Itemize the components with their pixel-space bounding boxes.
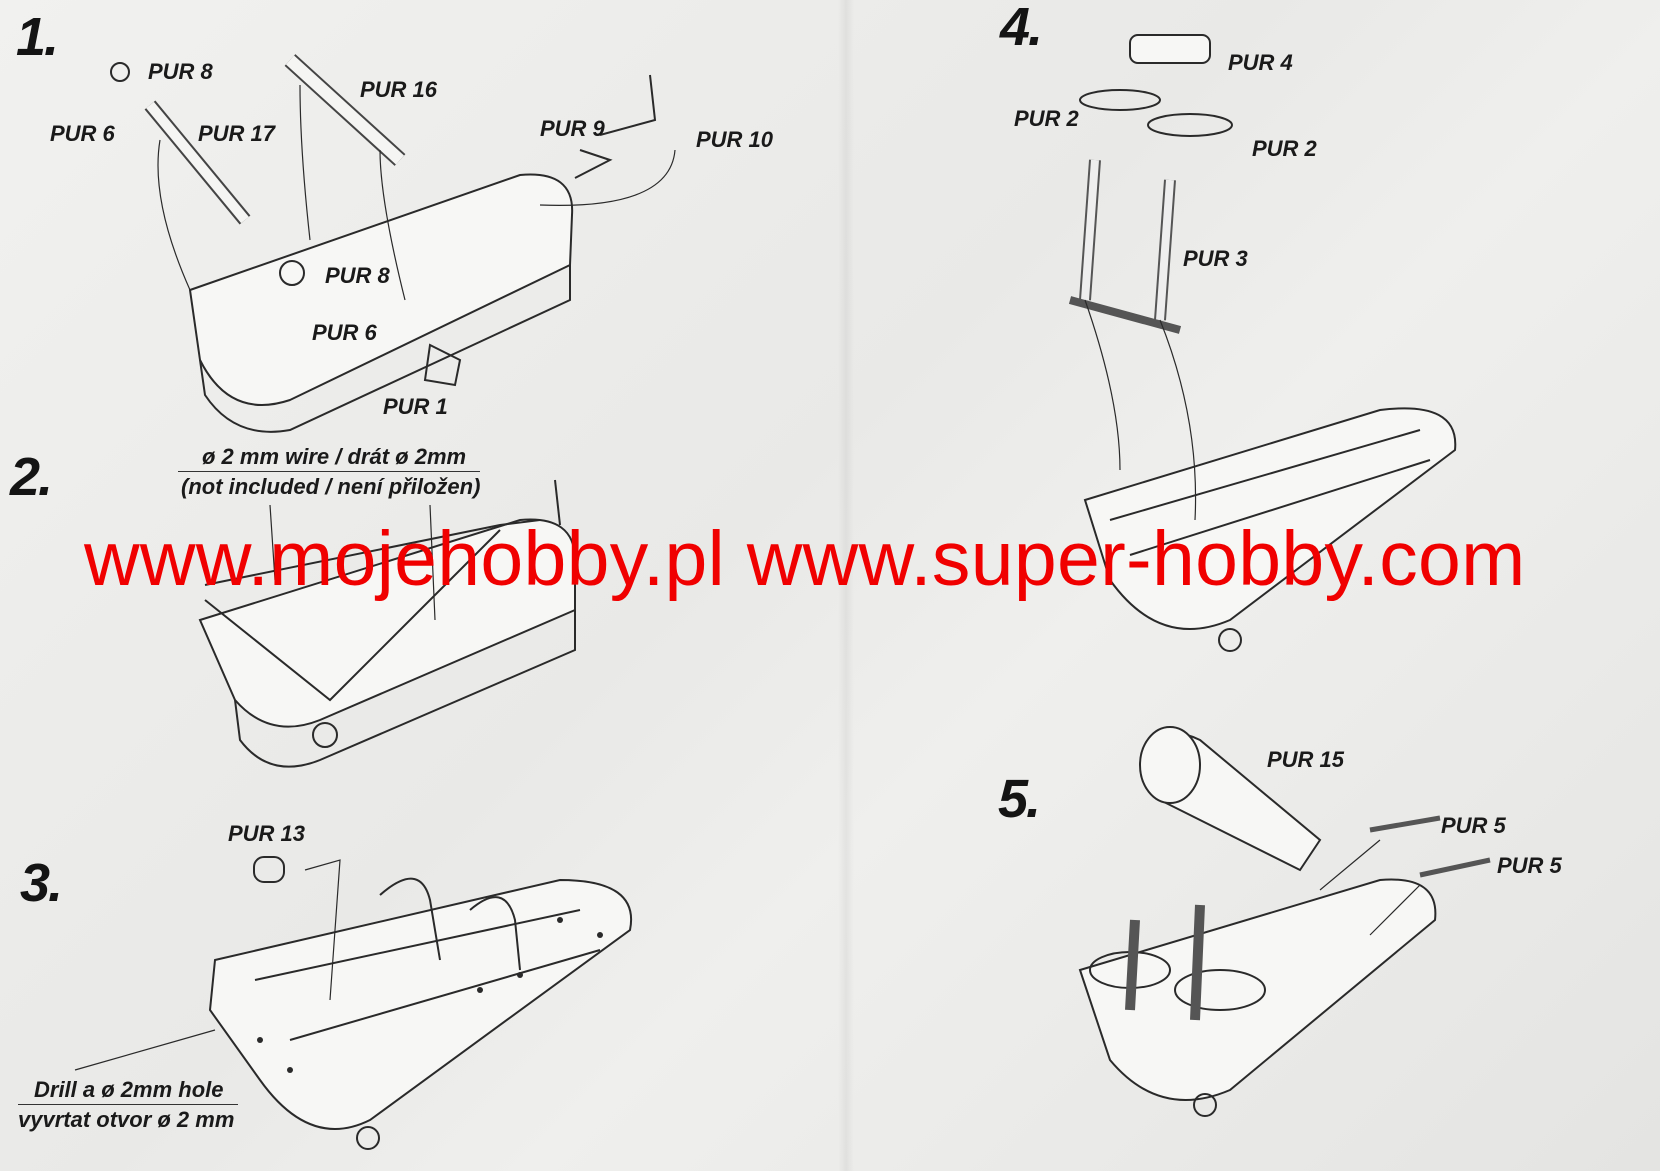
part-label-pur6: PUR 6 (312, 320, 377, 345)
part-label-pur2: PUR 2 (1252, 136, 1317, 161)
drill-note-line2: vyvrtat otvor ø 2 mm (18, 1107, 235, 1132)
step-number-1: 1. (16, 7, 59, 67)
part-label-pur6: PUR 6 (50, 121, 115, 146)
part-label-pur8: PUR 8 (148, 59, 213, 84)
part-label-pur3: PUR 3 (1183, 246, 1248, 271)
step5-drawing (1078, 726, 1491, 1117)
step-number-2: 2. (10, 447, 53, 507)
part-label-pur4: PUR 4 (1228, 50, 1293, 75)
drill-note-line1: Drill a ø 2mm hole (18, 1077, 238, 1105)
part-label-pur8: PUR 8 (325, 263, 390, 288)
part-label-pur13: PUR 13 (228, 821, 306, 846)
part-label-pur5: PUR 5 (1497, 853, 1562, 878)
step-number-5: 5. (998, 769, 1041, 829)
part-label-pur17: PUR 17 (198, 121, 276, 146)
step4-drawing (1068, 34, 1457, 652)
paper-fold (838, 0, 854, 1171)
part-label-pur10: PUR 10 (696, 127, 774, 152)
watermark-text: www.mojehobby.pl www.super-hobby.com (84, 516, 1526, 602)
part-label-pur9: PUR 9 (540, 116, 605, 141)
part-label-pur5: PUR 5 (1441, 813, 1506, 838)
wire-note-line2: (not included / není přiložen) (181, 474, 481, 499)
step3-drawing (74, 856, 633, 1150)
step-number-4: 4. (1000, 0, 1043, 57)
part-label-pur15: PUR 15 (1267, 747, 1345, 772)
part-label-pur16: PUR 16 (360, 77, 438, 102)
step2-drawing (198, 479, 576, 768)
step1-drawing (110, 54, 676, 433)
part-label-pur1: PUR 1 (383, 394, 448, 419)
wire-note-line1: ø 2 mm wire / drát ø 2mm (178, 444, 481, 472)
part-label-pur2: PUR 2 (1014, 106, 1079, 131)
step-number-3: 3. (20, 853, 63, 913)
